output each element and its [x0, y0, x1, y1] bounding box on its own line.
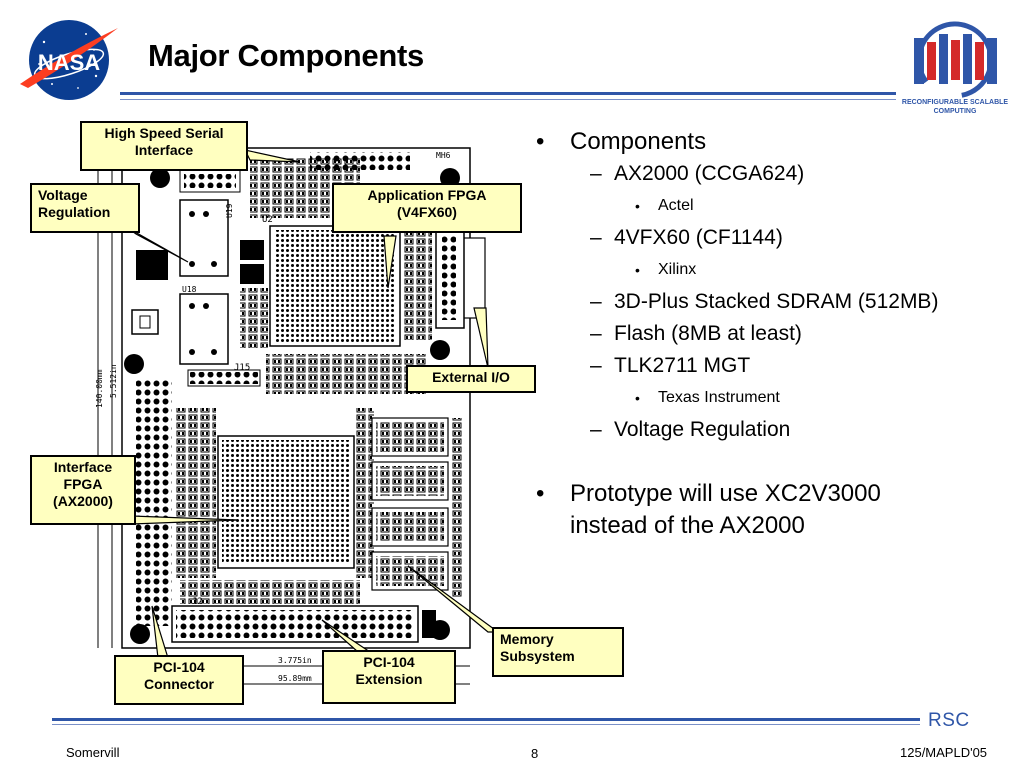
svg-text:U2: U2 [262, 215, 273, 225]
bullet-marker: • [635, 198, 640, 214]
bullet-text: Voltage Regulation [614, 418, 791, 441]
callout-high-speed-serial-interface: High Speed Serial Interface [80, 121, 248, 171]
bullet-marker: – [590, 290, 602, 313]
footer-reference: 125/MAPLD'05 [900, 745, 988, 760]
bullet-text: Xilinx [658, 261, 697, 278]
header-rule [120, 92, 896, 95]
bullet-text: Flash (8MB at least) [614, 322, 802, 345]
bullet-marker: – [590, 354, 602, 377]
callout-pci-104-extension: PCI-104 Extension [322, 650, 456, 704]
footer-rule-thin [52, 724, 920, 725]
svg-text:MH6: MH6 [436, 151, 451, 160]
rsc-logo-caption: RECONFIGURABLE SCALABLE COMPUTING [901, 99, 1009, 115]
bullet-text: Prototype will use XC2V3000 instead of t… [570, 480, 881, 539]
footer-page-number: 8 [531, 746, 539, 761]
bullet-text: AX2000 (CCGA624) [614, 162, 805, 185]
bullet-text: 4VFX60 (CF1144) [614, 226, 783, 249]
callout-interface-fpga: Interface FPGA (AX2000) [30, 455, 136, 525]
bullet-marker: • [635, 390, 640, 406]
svg-text:J15: J15 [234, 363, 250, 373]
svg-text:J2: J2 [192, 597, 203, 607]
bullet-text: 3D-Plus Stacked SDRAM (512MB) [614, 290, 939, 313]
callout-pci-104-connector: PCI-104 Connector [114, 655, 244, 705]
footer-rule [52, 718, 920, 721]
nasa-logo: NASA [20, 20, 118, 100]
bullet-text: Actel [658, 197, 694, 214]
header-rule-thin [120, 99, 896, 100]
bullet-marker: – [590, 418, 602, 441]
svg-text:95.89mm: 95.89mm [278, 674, 312, 683]
bullet-level-1: • Prototype will use XC2V3000 instead of … [530, 478, 950, 542]
bullet-marker: – [590, 162, 602, 185]
bullet-level-3: • Texas Instrument [530, 382, 950, 414]
bullet-level-2: –3D-Plus Stacked SDRAM (512MB) [530, 286, 950, 318]
callout-memory-subsystem: Memory Subsystem [492, 627, 624, 677]
bullet-text: TLK2711 MGT [614, 354, 751, 377]
bullet-marker: • [536, 480, 545, 507]
bullet-list: •Components–AX2000 (CCGA624)•Actel–4VFX6… [530, 126, 950, 542]
bullet-gap [530, 446, 950, 478]
bullet-level-2: –4VFX60 (CF1144) [530, 222, 950, 254]
footer-rsc-mark: RSC [928, 710, 970, 731]
bullet-text: Components [570, 128, 707, 155]
slide-title: Major Components [148, 38, 424, 73]
bullet-level-3: • Actel [530, 190, 950, 222]
svg-text:140.00mm: 140.00mm [95, 369, 104, 408]
bullet-level-2: –AX2000 (CCGA624) [530, 158, 950, 190]
callout-voltage-regulation: Voltage Regulation [30, 183, 140, 233]
callout-external-io: External I/O [406, 365, 536, 393]
svg-text:3.775in: 3.775in [278, 656, 312, 665]
bullet-level-2: –TLK2711 MGT [530, 350, 950, 382]
svg-text:NASA: NASA [38, 50, 100, 75]
footer-author: Somervill [66, 745, 120, 760]
bullet-text: Texas Instrument [658, 389, 780, 406]
bullet-level-2: –Flash (8MB at least) [530, 318, 950, 350]
bullet-marker: • [635, 262, 640, 278]
bullet-level-2: –Voltage Regulation [530, 414, 950, 446]
svg-text:U19: U19 [225, 203, 234, 218]
bullet-marker: • [536, 128, 545, 155]
bullet-marker: – [590, 322, 602, 345]
svg-text:U18: U18 [182, 285, 197, 294]
callout-application-fpga: Application FPGA (V4FX60) [332, 183, 522, 233]
bullet-level-1: • Components [530, 126, 950, 158]
bullet-marker: – [590, 226, 602, 249]
svg-text:5.512in: 5.512in [109, 364, 118, 398]
bullet-level-3: • Xilinx [530, 254, 950, 286]
rsc-logo [914, 21, 997, 99]
